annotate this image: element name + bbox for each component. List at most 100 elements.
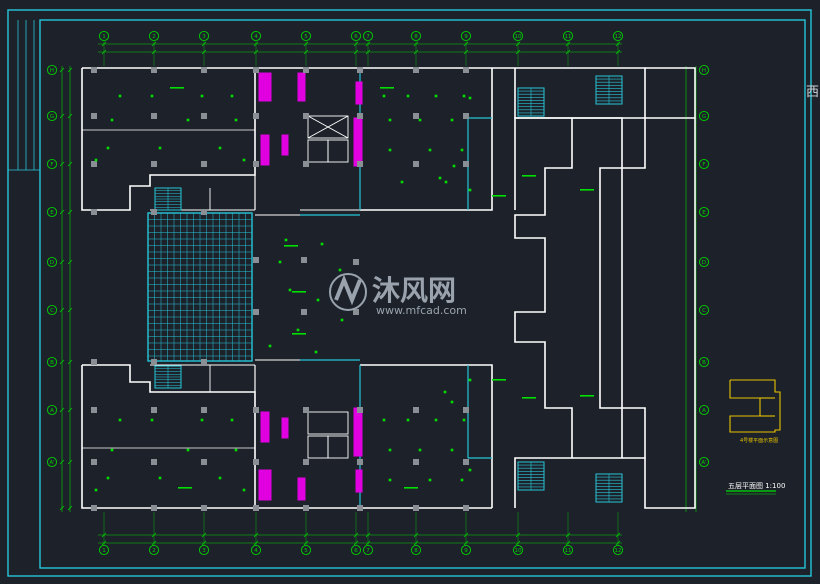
axis-bubble-left-8: A': [46, 456, 58, 468]
axis-bubble-top-3: 4: [250, 30, 262, 42]
axis-label: C: [50, 308, 54, 314]
axis-bubble-bottom-0: 1: [98, 544, 110, 556]
axis-label: 2: [152, 548, 156, 554]
drawing-title-block: 五层平面图 1:100: [726, 482, 785, 495]
axis-label: 7: [366, 34, 370, 40]
axis-bubble-top-10: 11: [562, 30, 574, 42]
axis-label: A: [50, 408, 54, 414]
axis-bubble-top-5: 6: [350, 30, 362, 42]
axis-bubble-right-2: F: [698, 158, 710, 170]
axis-label: 6: [354, 548, 358, 554]
axis-bubble-top-1: 2: [148, 30, 160, 42]
axis-bubble-left-7: A: [46, 404, 58, 416]
watermark-url: www.mfcad.com: [376, 304, 467, 317]
axis-bubble-top-6: 7: [362, 30, 374, 42]
drawing-title: 五层平面图 1:100: [728, 482, 785, 490]
axis-bubble-left-2: F: [46, 158, 58, 170]
axis-label: 4: [254, 34, 258, 40]
axis-label: 2: [152, 34, 156, 40]
axis-bubble-bottom-7: 8: [410, 544, 422, 556]
axis-label: H: [50, 68, 54, 74]
axis-label: 11: [565, 34, 572, 40]
axis-bubble-top-4: 5: [300, 30, 312, 42]
axis-bubble-right-1: G: [698, 110, 710, 122]
elevator-shafts: [307, 115, 349, 459]
toilet-blocks: [258, 72, 363, 501]
axis-label: C: [702, 308, 706, 314]
building-walls: [81, 67, 696, 509]
stair-ne-2: [595, 75, 623, 105]
axis-bubble-left-5: C: [46, 304, 58, 316]
axis-label: A': [701, 460, 706, 466]
edge-text: 西: [806, 85, 819, 100]
axis-label: 11: [565, 548, 572, 554]
axis-bubble-bottom-3: 4: [250, 544, 262, 556]
axis-bubble-left-3: E: [46, 206, 58, 218]
axis-label: 5: [304, 34, 308, 40]
axis-label: D: [702, 260, 706, 266]
annotation-symbols: [94, 87, 594, 492]
watermark: 沐风网 www.mfcad.com: [329, 273, 467, 317]
axis-bubble-left-4: D: [46, 256, 58, 268]
axis-bubble-right-4: D: [698, 256, 710, 268]
axis-bubble-top-0: 1: [98, 30, 110, 42]
axis-label: 6: [354, 34, 358, 40]
stair-sw: [154, 365, 182, 389]
axis-bubble-bottom-4: 5: [300, 544, 312, 556]
axis-label: D: [50, 260, 54, 266]
axis-label: A': [49, 460, 54, 466]
axis-bubble-bottom-9: 10: [512, 544, 524, 556]
axis-bubble-top-2: 3: [198, 30, 210, 42]
axis-bubble-right-8: A': [698, 456, 710, 468]
axis-label: H: [702, 68, 706, 74]
axis-bubble-bottom-5: 6: [350, 544, 362, 556]
atrium-skylight-grid: [147, 212, 253, 362]
axis-bubble-left-1: G: [46, 110, 58, 122]
axis-label: 3: [202, 548, 206, 554]
axis-label: 5: [304, 548, 308, 554]
axis-bubble-bottom-1: 2: [148, 544, 160, 556]
axis-bubble-right-5: C: [698, 304, 710, 316]
axis-label: G: [50, 114, 54, 120]
stair-nw: [154, 187, 182, 211]
axis-label: 4: [254, 548, 258, 554]
axis-bubble-top-9: 10: [512, 30, 524, 42]
dimension-lines: [59, 41, 697, 546]
stair-se-2: [595, 473, 623, 503]
stair-ne-1: [517, 87, 545, 117]
axis-bubble-bottom-2: 3: [198, 544, 210, 556]
axis-label: 12: [615, 548, 622, 554]
key-plan-label: 4号楼平面示意图: [740, 437, 778, 444]
axis-label: G: [702, 114, 706, 120]
axis-bubble-right-0: H: [698, 64, 710, 76]
axis-label: E: [50, 210, 54, 216]
axis-bubble-top-8: 9: [460, 30, 472, 42]
key-plan: [729, 379, 781, 433]
axis-bubble-right-6: B: [698, 356, 710, 368]
axis-label: A: [702, 408, 706, 414]
axis-column-left: H G F E D C B A A': [46, 64, 58, 468]
axis-bubble-left-6: B: [46, 356, 58, 368]
axis-label: 3: [202, 34, 206, 40]
axis-label: 10: [515, 548, 522, 554]
axis-label: F: [702, 162, 705, 168]
axis-label: 9: [464, 34, 468, 40]
stair-blocks: [154, 75, 623, 503]
axis-bubble-right-3: E: [698, 206, 710, 218]
axis-label: 7: [366, 548, 370, 554]
axis-label: 8: [414, 34, 418, 40]
axis-bubble-bottom-8: 9: [460, 544, 472, 556]
axis-label: 1: [102, 34, 106, 40]
axis-label: 10: [515, 34, 522, 40]
watermark-brand: 沐风网: [372, 274, 456, 307]
axis-bubble-left-0: H: [46, 64, 58, 76]
axis-bubble-right-7: A: [698, 404, 710, 416]
axis-bubble-bottom-10: 11: [562, 544, 574, 556]
watermark-logo-icon: [329, 273, 367, 311]
axis-label: B: [702, 360, 706, 366]
axis-label: E: [702, 210, 706, 216]
axis-label: F: [50, 162, 53, 168]
axis-bubble-top-7: 8: [410, 30, 422, 42]
